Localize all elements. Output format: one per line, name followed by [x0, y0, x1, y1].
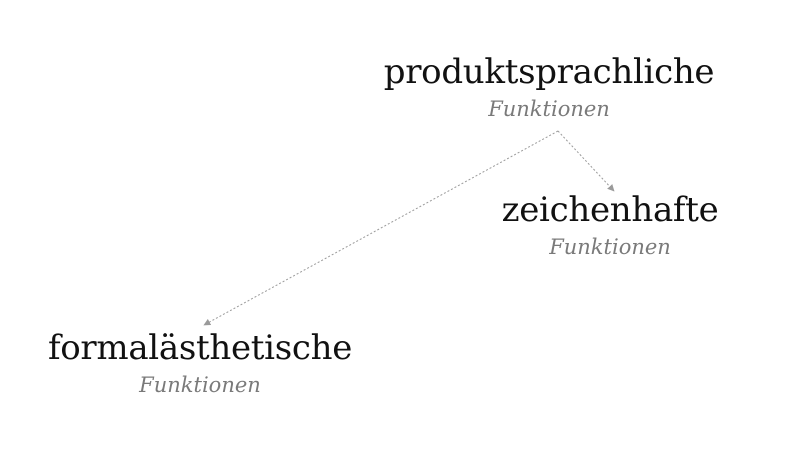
- node-zeichenhafte: zeichenhafte Funktionen: [502, 190, 719, 260]
- node-title-zeichenhafte: zeichenhafte: [501, 190, 719, 230]
- node-title-produktsprachliche: produktsprachliche: [383, 52, 715, 92]
- node-produktsprachliche: produktsprachliche Funktionen: [384, 52, 715, 122]
- connector-to-zeichenhafte: [557, 130, 615, 192]
- node-subtitle-formalaesthetische: Funktionen: [139, 373, 261, 397]
- node-formalaesthetische: formalästhetische Funktionen: [48, 328, 352, 398]
- node-subtitle-zeichenhafte: Funktionen: [549, 235, 671, 259]
- node-subtitle-produktsprachliche: Funktionen: [488, 97, 610, 121]
- connector-to-formalaesthetische: [203, 130, 559, 326]
- node-title-formalaesthetische: formalästhetische: [47, 328, 353, 368]
